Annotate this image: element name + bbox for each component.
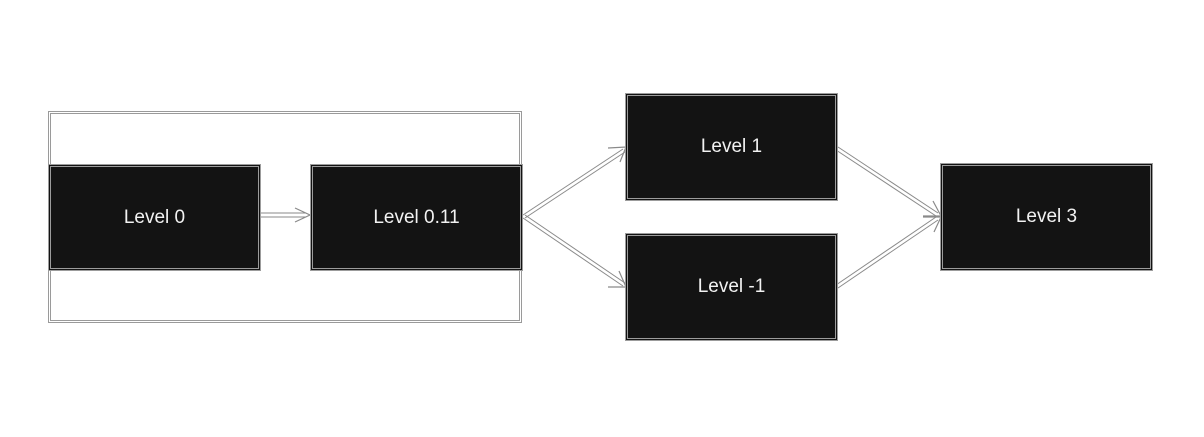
node-level-1[interactable]: Level 1 [625,93,838,201]
node-level-0[interactable]: Level 0 [48,164,261,271]
node-label: Level 3 [1015,206,1078,227]
edge-level-011-to-level-m1 [522,214,627,288]
node-label: Level 0 [123,206,186,228]
node-level-minus-1[interactable]: Level -1 [625,233,838,341]
edge-level-m1-to-level-3 [835,216,942,289]
node-level-0-11[interactable]: Level 0.11 [310,164,523,271]
node-label: Level -1 [697,276,766,297]
node-label: Level 1 [700,136,763,157]
node-level-3[interactable]: Level 3 [940,163,1153,271]
edge-level-011-to-level-1 [522,146,627,219]
node-label: Level 0.11 [373,206,460,228]
edge-level-1-to-level-3 [835,146,942,217]
